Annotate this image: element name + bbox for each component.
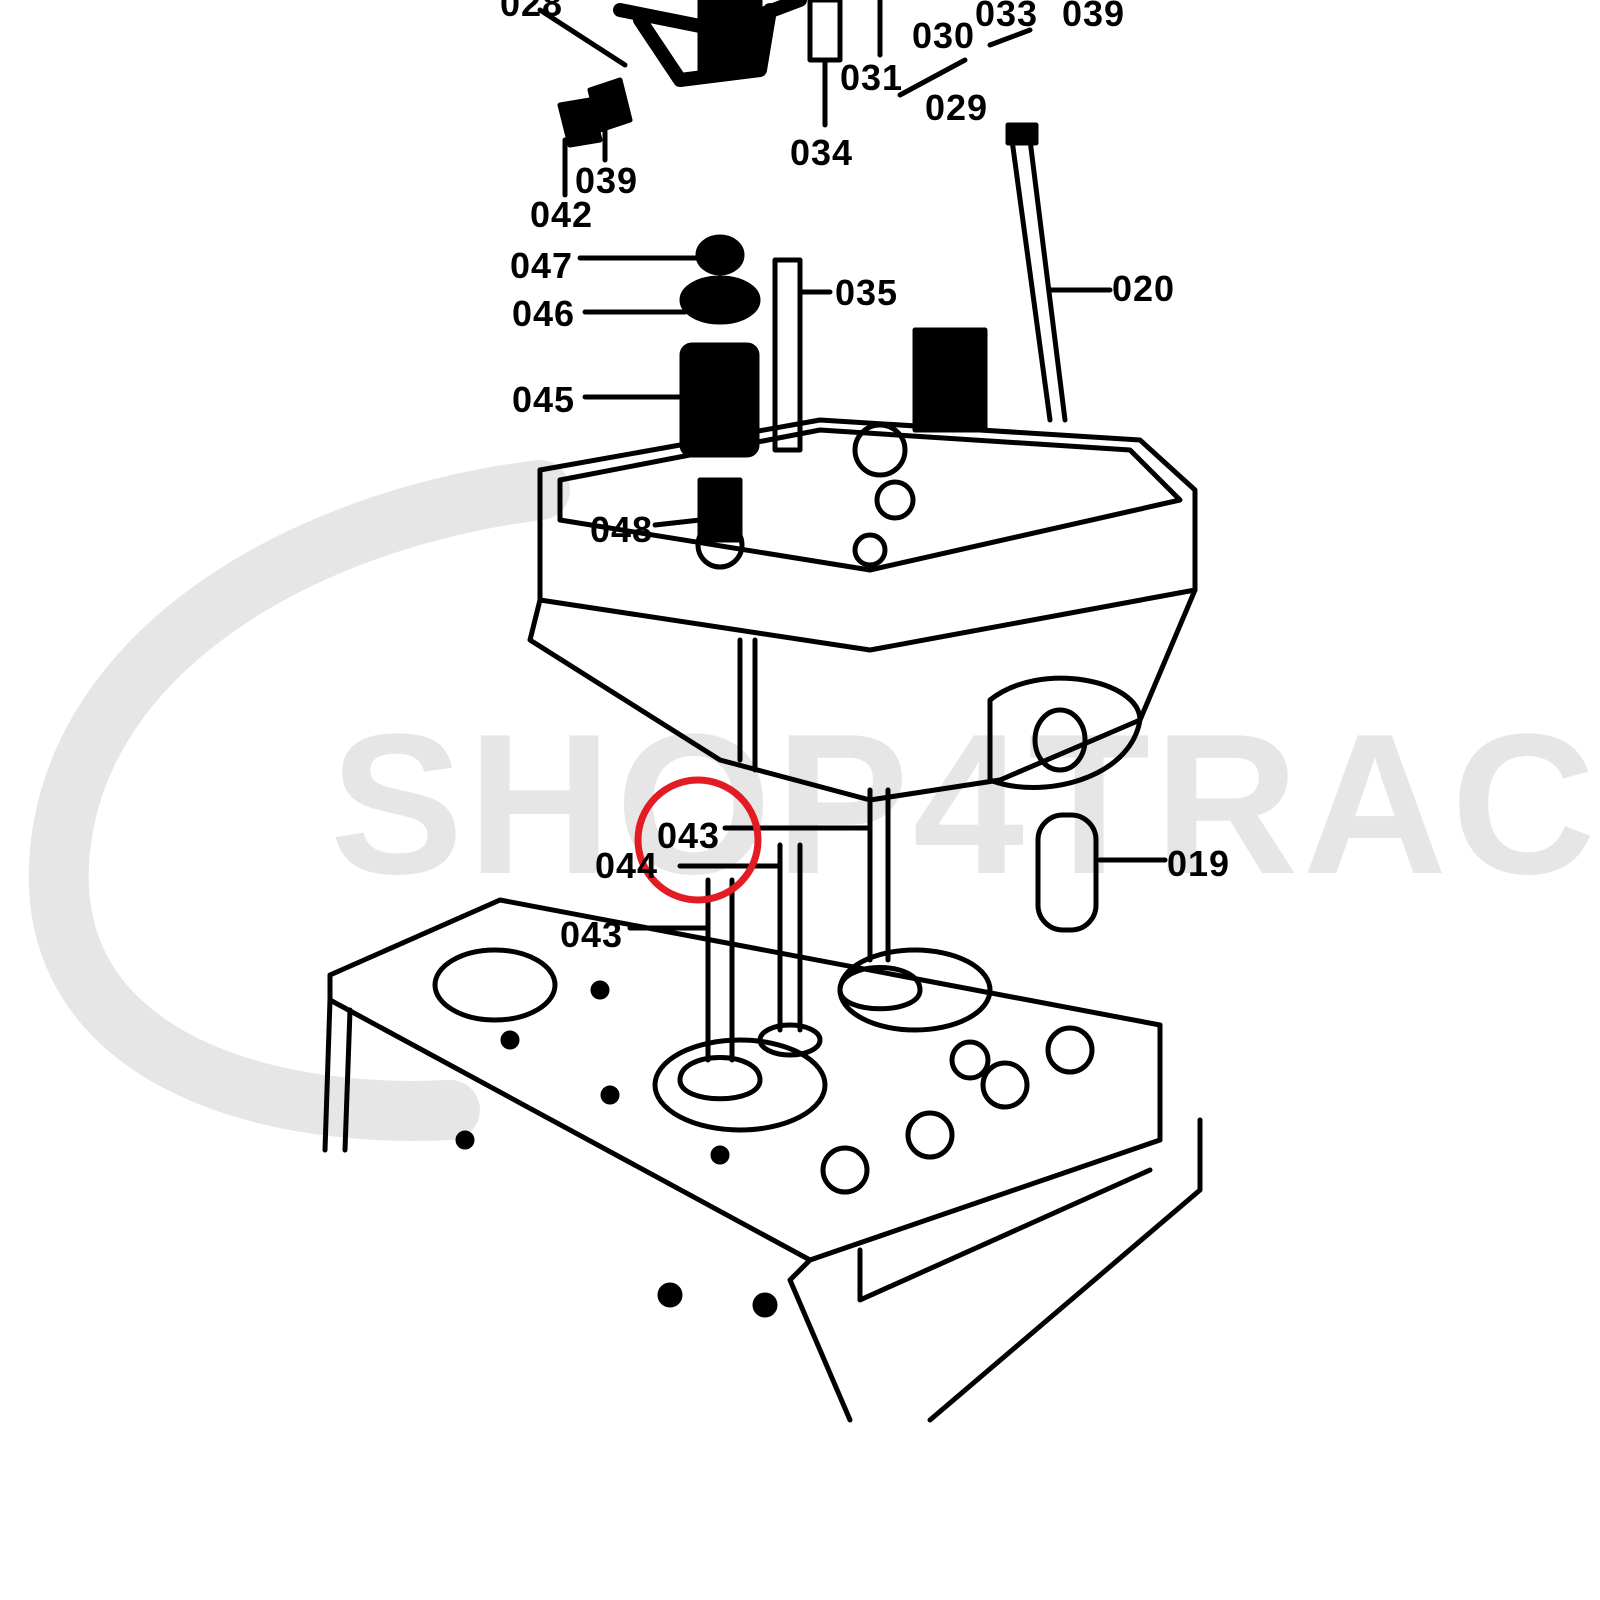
part-label: 033 xyxy=(975,0,1039,34)
part-label: 020 xyxy=(1112,268,1176,309)
part-label: 031 xyxy=(840,57,904,98)
part-label: 042 xyxy=(530,194,594,235)
part-label: 030 xyxy=(912,15,976,56)
highlight-circle xyxy=(634,776,762,904)
part-label: 034 xyxy=(790,132,854,173)
part-label: 046 xyxy=(512,293,576,334)
part-label: 029 xyxy=(925,87,989,128)
valve-spring-stack xyxy=(577,234,988,543)
rocker-assembly xyxy=(537,0,1033,198)
part-label: 044 xyxy=(595,845,659,886)
part-label: 019 xyxy=(1167,843,1231,884)
part-label: 039 xyxy=(575,160,639,201)
part-label: 043 xyxy=(560,914,624,955)
watermark-swoosh xyxy=(28,460,570,1141)
part-label: 047 xyxy=(510,245,574,286)
part-label: 045 xyxy=(512,379,576,420)
engine-block xyxy=(322,897,1203,1423)
valves xyxy=(627,787,1168,1102)
part-label: 048 xyxy=(590,509,654,550)
part-label: 028 xyxy=(500,0,564,24)
highlighted-part-label: 043 xyxy=(657,815,721,856)
part-label: 039 xyxy=(1062,0,1126,34)
push-rod xyxy=(1005,122,1113,423)
watermark: SHOP4TRAC xyxy=(330,693,1600,916)
part-label: 035 xyxy=(835,272,899,313)
cylinder-head xyxy=(527,417,1198,803)
